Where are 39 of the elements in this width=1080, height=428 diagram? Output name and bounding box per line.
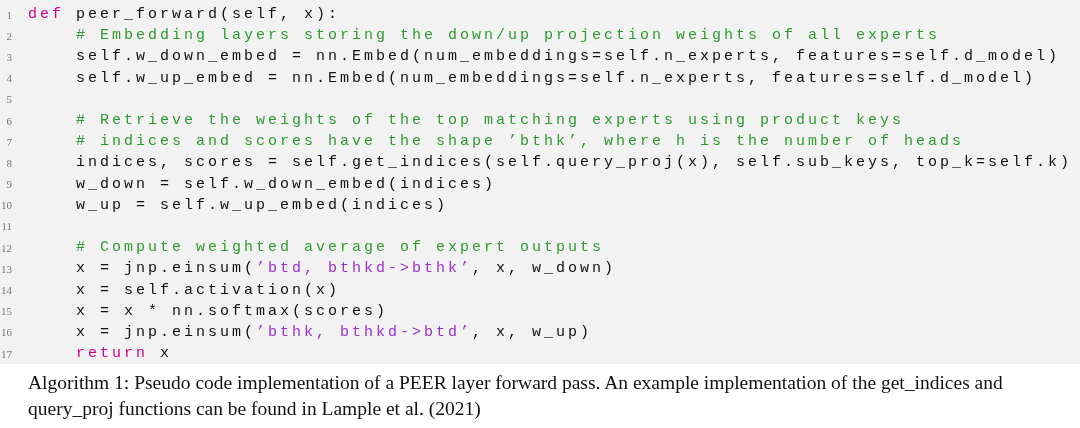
line-number: 4 [5,72,12,85]
code-text: x = jnp.einsum( [76,323,257,341]
code-text: self.w_up_embed = nn.Embed(num_embeddings=self.n_experts, features=self.d_model) [76,69,1037,87]
code-text: , x, w_up) [472,323,593,341]
code-text: x = x * nn.softmax(scores) [76,302,389,320]
line-number: 9 [5,178,12,191]
line-number: 14 [0,284,12,297]
line-number: 10 [0,199,12,212]
code-comment: # Embedding layers storing the down/up projection weights of all experts [76,27,941,45]
string-literal: ’btd, bthkd->bthk’ [256,260,473,278]
line-number: 6 [5,114,12,127]
line-number: 1 [5,8,12,21]
keyword: def [28,6,64,24]
line-number: 17 [0,347,12,360]
code-text: x = jnp.einsum( [76,260,257,278]
line-number: 12 [0,241,12,254]
line-number: 7 [5,135,12,148]
line-number: 16 [0,326,12,339]
line-number: 3 [5,50,12,63]
keyword: return [76,345,148,363]
code-comment: # Retrieve the weights of the top matching experts using product keys [76,112,905,130]
code-text: x [160,345,173,363]
line-number: 2 [5,29,12,42]
line-number: 13 [0,262,12,275]
code-text: peer_forward(self, x): [76,6,341,24]
code-text: indices, scores = self.get_indices(self.query_proj(x), self.sub_keys, top_k=self.k) [76,154,1073,172]
code-text: x = self.activation(x) [76,281,341,299]
line-number: 8 [5,156,12,169]
code-text: , x, w_down) [472,260,617,278]
line-number: 11 [0,220,12,233]
line-number: 15 [0,305,12,318]
line-number: 5 [5,93,12,106]
code-text: self.w_down_embed = nn.Embed(num_embeddings=self.n_experts, features=self.d_model) [76,48,1061,66]
code-comment: # Compute weighted average of expert outputs [76,239,605,257]
code-text: w_down = self.w_down_embed(indices) [76,175,497,193]
string-literal: ’bthk, bthkd->btd’ [256,323,473,341]
code-comment: # indices and scores have the shape ’bthk’, where h is the number of heads [76,133,965,151]
code-text: w_up = self.w_up_embed(indices) [76,196,449,214]
caption: Algorithm 1: Pseudo code implementation of a PEER layer forward pass. An example implementation of the get_indices and query_proj functions can be found in Lample et al. (2021) [28,371,1004,421]
